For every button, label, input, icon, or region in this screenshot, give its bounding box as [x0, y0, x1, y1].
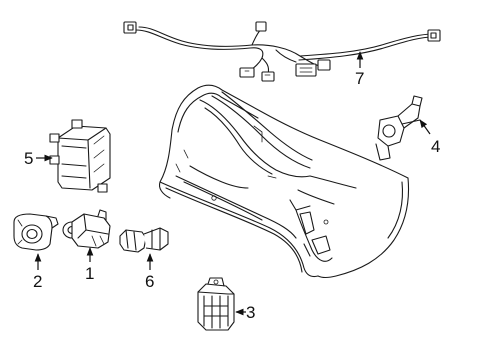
- callout-6-label: 6: [145, 272, 154, 291]
- front-bumper-cover: [158, 84, 409, 279]
- callout-5-label: 5: [24, 149, 33, 168]
- callout-1-label: 1: [85, 264, 94, 283]
- callout-3-label: 3: [246, 303, 255, 322]
- callout-2-label: 2: [33, 272, 42, 291]
- parking-sensor: [62, 209, 111, 249]
- sensor-connector: [119, 227, 169, 253]
- sensor-bracket: [197, 277, 235, 331]
- callout-labels: 7 4 5 2 1 6 3: [24, 69, 440, 322]
- radar-module: [49, 119, 111, 193]
- wiring-harness: [123, 21, 441, 82]
- radar-bracket: [375, 95, 423, 161]
- callout-4-label: 4: [431, 137, 440, 156]
- sensor-retainer: [13, 213, 59, 251]
- callout-7-label: 7: [355, 69, 364, 88]
- callout-4-arrow: [419, 119, 431, 135]
- callout-arrows: [34, 51, 431, 316]
